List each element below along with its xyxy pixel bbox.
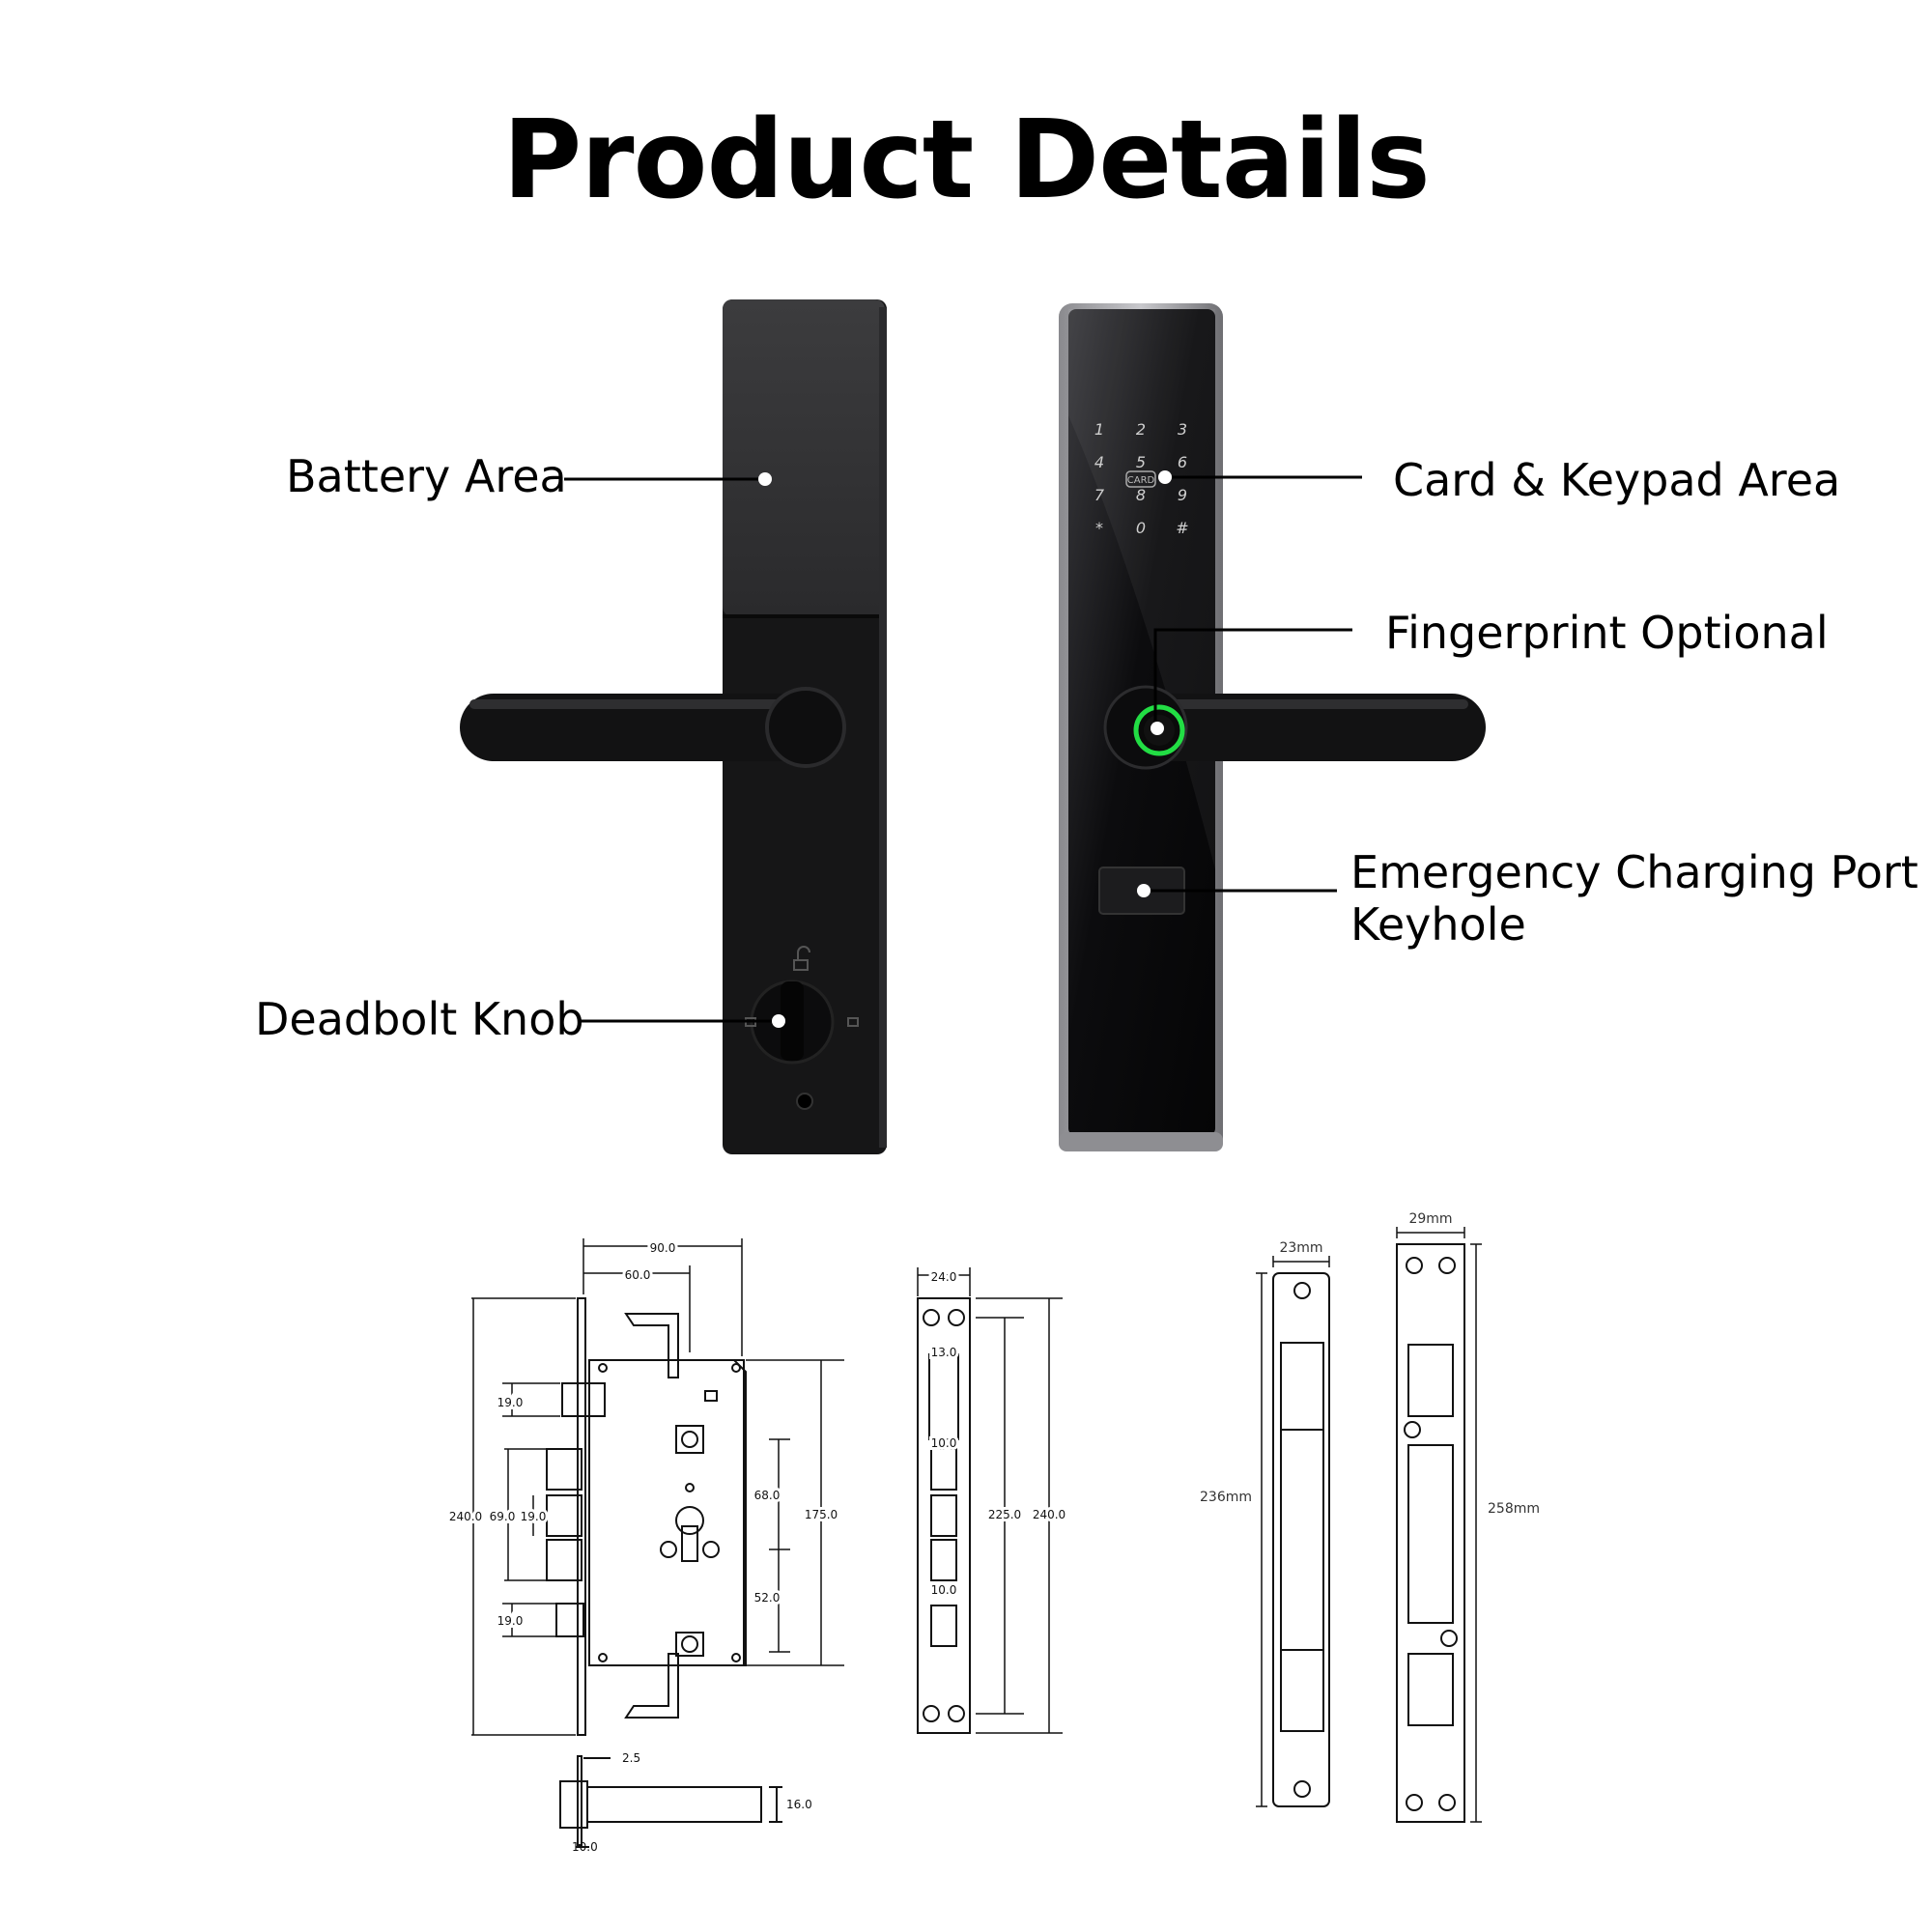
dim-60: 60.0 bbox=[625, 1268, 651, 1282]
dim-240: 240.0 bbox=[449, 1510, 482, 1523]
dim-225: 225.0 bbox=[988, 1508, 1021, 1521]
dim-19-b: 19.0 bbox=[521, 1510, 547, 1523]
interior-screw-hole bbox=[796, 1093, 813, 1110]
keypad-key-10[interactable]: 0 bbox=[1136, 519, 1146, 537]
latch-drawing bbox=[559, 1755, 782, 1848]
dim-52: 52.0 bbox=[754, 1591, 781, 1605]
keypad-key-6[interactable]: 7 bbox=[1094, 486, 1105, 504]
dim-69: 69.0 bbox=[490, 1510, 516, 1523]
dim-10-latch: 10.0 bbox=[572, 1840, 598, 1854]
mortise-drawing bbox=[546, 1297, 747, 1736]
fingerprint-callout-dot bbox=[1151, 722, 1164, 735]
strike-plate-large bbox=[1396, 1243, 1465, 1823]
callout-fingerprint-optional: Fingerprint Optional bbox=[1385, 607, 1829, 659]
dim-23mm: 23mm bbox=[1279, 1240, 1322, 1256]
strike-plate-small bbox=[1272, 1272, 1330, 1807]
dim-19-a: 19.0 bbox=[497, 1396, 524, 1409]
keypad-key-0[interactable]: 1 bbox=[1094, 420, 1104, 439]
keypad-key-9[interactable]: * bbox=[1095, 519, 1103, 537]
faceplate-drawing bbox=[917, 1297, 971, 1734]
fingerprint-sensor[interactable] bbox=[1133, 704, 1185, 756]
latch-dimension-labels: 2.5 16.0 10.0 bbox=[572, 1751, 812, 1854]
keypad-key-11[interactable]: # bbox=[1176, 519, 1188, 537]
interior-lever-handle bbox=[460, 694, 827, 761]
dim-68: 68.0 bbox=[754, 1489, 781, 1502]
strike-plate-labels: 23mm 236mm 29mm 258mm bbox=[1200, 1211, 1540, 1517]
callout-card-keypad-area: Card & Keypad Area bbox=[1393, 454, 1841, 506]
callout-battery-area: Battery Area bbox=[286, 450, 567, 502]
dim-13: 13.0 bbox=[931, 1346, 957, 1359]
callout-deadbolt-knob: Deadbolt Knob bbox=[255, 993, 584, 1045]
card-label: CARD bbox=[1127, 475, 1155, 486]
fingerprint-callout-line bbox=[1153, 628, 1352, 728]
callout-emergency-port: Emergency Charging Port bbox=[1350, 846, 1918, 898]
lever-rosette bbox=[765, 687, 846, 768]
deadbolt-callout-dot bbox=[772, 1014, 785, 1028]
keypad-key-5[interactable]: 6 bbox=[1178, 453, 1187, 471]
card-reader-label: CARD bbox=[1125, 470, 1156, 488]
dim-19-c: 19.0 bbox=[497, 1614, 524, 1628]
dim-29mm: 29mm bbox=[1408, 1211, 1452, 1227]
keypad-key-7[interactable]: 8 bbox=[1136, 486, 1146, 504]
dim-236mm: 236mm bbox=[1200, 1490, 1252, 1505]
page-title: Product Details bbox=[502, 98, 1431, 223]
emergency-callout-dot bbox=[1137, 884, 1151, 897]
dim-175: 175.0 bbox=[805, 1508, 838, 1521]
keypad-key-1[interactable]: 2 bbox=[1136, 420, 1146, 439]
dim-258mm: 258mm bbox=[1488, 1501, 1540, 1517]
dim-24: 24.0 bbox=[931, 1270, 957, 1284]
dim-2-5: 2.5 bbox=[622, 1751, 640, 1765]
faceplate-dimension-lines bbox=[917, 1267, 1063, 1734]
dim-10-b: 10.0 bbox=[931, 1583, 957, 1597]
battery-callout-dot bbox=[758, 472, 772, 486]
dim-10-a: 10.0 bbox=[931, 1436, 957, 1450]
faceplate-dimension-labels: 24.0 13.0 10.0 10.0 225.0 240.0 bbox=[928, 1267, 1069, 1600]
dim-240-faceplate: 240.0 bbox=[1033, 1508, 1065, 1521]
keypad-key-2[interactable]: 3 bbox=[1178, 420, 1187, 439]
mortise-dimension-labels: 90.0 60.0 240.0 69.0 19.0 19.0 19.0 68.0… bbox=[446, 1238, 840, 1631]
callout-keyhole: Keyhole bbox=[1350, 898, 1526, 951]
dim-16: 16.0 bbox=[786, 1798, 812, 1811]
strike-plate-small-dims bbox=[1256, 1256, 1330, 1807]
dim-90: 90.0 bbox=[650, 1241, 676, 1255]
interior-lock-panel bbox=[460, 299, 887, 1154]
keypad-key-4[interactable]: 5 bbox=[1136, 453, 1146, 471]
mortise-dimension-lines bbox=[471, 1238, 844, 1736]
strike-plate-large-dims bbox=[1396, 1227, 1482, 1823]
keypad-key-3[interactable]: 4 bbox=[1094, 453, 1104, 471]
keypad-key-8[interactable]: 9 bbox=[1178, 486, 1187, 504]
keypad[interactable]: 1 2 3 4 5 6 7 8 9 * 0 # bbox=[1094, 420, 1189, 537]
keypad-callout-dot bbox=[1158, 470, 1172, 484]
